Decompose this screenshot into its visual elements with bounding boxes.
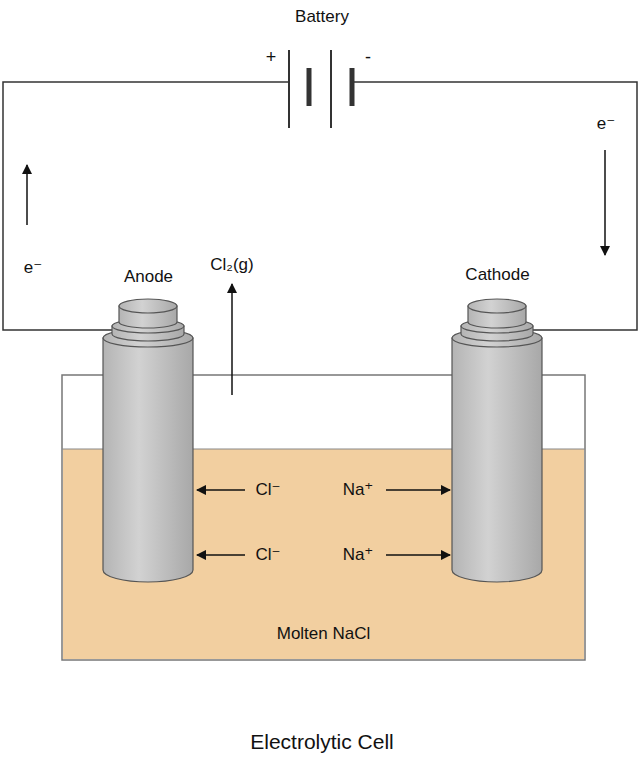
ion-label: Na⁺ [343,546,374,565]
electrode-rod [452,299,542,582]
terminal-sign: - [365,48,371,68]
battery-symbol [289,50,352,128]
gas-arrow [231,284,233,395]
electron-label: e⁻ [597,115,615,134]
ion-label: Cl⁻ [255,546,280,565]
electrode-label: Anode [124,268,173,287]
electrode-label: Cathode [465,266,529,285]
electrode: Anode [103,300,194,582]
electrode-rod [103,299,193,582]
bath-label: Molten NaCl [277,625,371,644]
electrode [103,299,542,582]
electron-label: e⁻ [24,259,42,278]
electrolyte-bath: Molten NaCl [62,375,585,660]
terminal-sign: + [266,48,277,68]
caption: Electrolytic Cell [250,730,394,753]
electron-arrow [26,165,28,225]
ion-arrow [197,490,450,555]
electron-arrow [604,150,606,255]
wire [3,82,637,330]
ion-label: Na⁺ [343,481,374,500]
electrode: Cathode [452,300,543,582]
gas-label: Cl₂(g) [210,256,253,275]
battery-label: Battery [295,8,349,27]
ion-label: Cl⁻ [255,481,280,500]
